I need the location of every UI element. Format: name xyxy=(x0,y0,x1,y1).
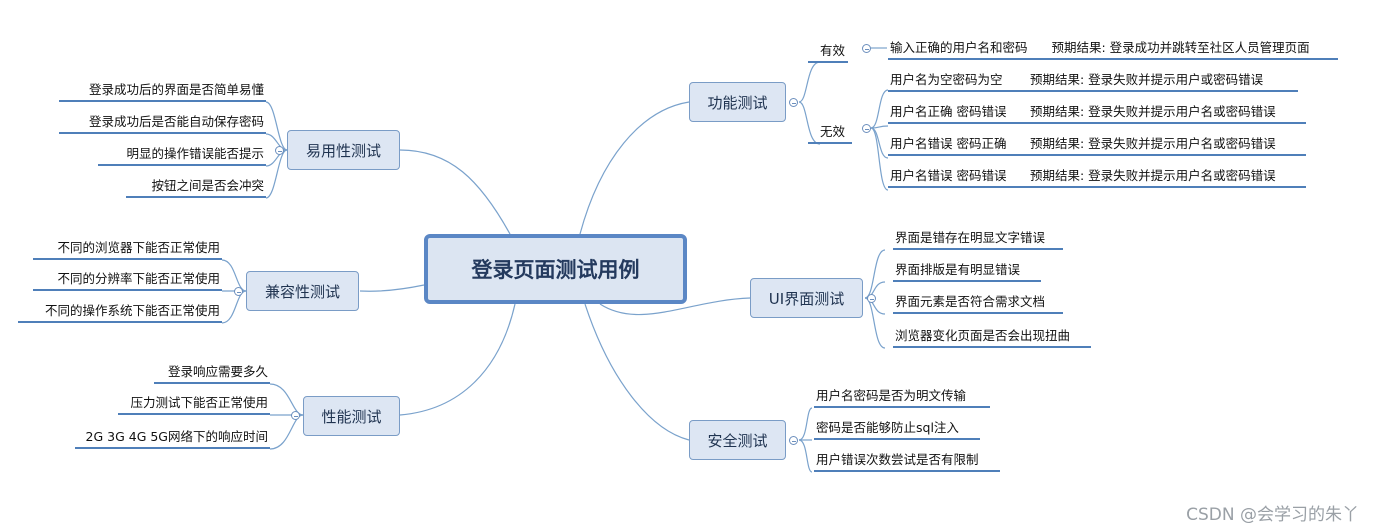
usability-item-1: 登录成功后是否能自动保存密码 xyxy=(59,114,266,134)
compatibility-item-0: 不同的浏览器下能否正常使用 xyxy=(33,240,222,260)
valid-case-0-input: 输入正确的用户名和密码 xyxy=(890,40,1028,55)
branch-functional-testing[interactable]: 功能测试 xyxy=(689,82,786,122)
invalid-underline xyxy=(808,122,852,144)
security-item-1: 密码是否能够防止sql注入 xyxy=(814,420,980,440)
invalid-case-0: 用户名为空密码为空 预期结果: 登录失败并提示用户或密码错误 xyxy=(888,72,1298,92)
ui-item-0: 界面是错存在明显文字错误 xyxy=(893,230,1063,250)
branch-security-testing[interactable]: 安全测试 xyxy=(689,420,786,460)
ui-item-2: 界面元素是否符合需求文档 xyxy=(893,294,1063,314)
performance-item-2: 2G 3G 4G 5G网络下的响应时间 xyxy=(75,429,270,449)
invalid-case-1-expected: 预期结果: 登录失败并提示用户名或密码错误 xyxy=(1030,104,1276,119)
usability-item-0: 登录成功后的界面是否简单易懂 xyxy=(59,82,266,102)
branch-ui-testing[interactable]: UI界面测试 xyxy=(750,278,863,318)
ui-item-1: 界面排版是有明显错误 xyxy=(893,262,1041,282)
collapse-toggle-security[interactable] xyxy=(789,436,798,445)
performance-item-0: 登录响应需要多久 xyxy=(154,364,270,384)
invalid-case-3: 用户名错误 密码错误 预期结果: 登录失败并提示用户名或密码错误 xyxy=(888,168,1306,188)
valid-label: 有效 xyxy=(820,43,846,58)
invalid-case-0-input: 用户名为空密码为空 xyxy=(890,72,1003,87)
valid-underline xyxy=(808,41,848,63)
invalid-case-3-input: 用户名错误 密码错误 xyxy=(890,168,1007,183)
root-topic[interactable]: 登录页面测试用例 xyxy=(424,234,687,304)
usability-item-2: 明显的操作错误能否提示 xyxy=(98,146,266,166)
collapse-toggle-compatibility[interactable] xyxy=(234,287,243,296)
collapse-toggle-valid[interactable] xyxy=(862,44,871,53)
branch-performance-testing[interactable]: 性能测试 xyxy=(303,396,400,436)
branch-usability-testing[interactable]: 易用性测试 xyxy=(287,130,400,170)
security-item-2: 用户错误次数尝试是否有限制 xyxy=(814,452,1000,472)
invalid-label: 无效 xyxy=(820,124,846,139)
performance-item-1: 压力测试下能否正常使用 xyxy=(118,395,270,415)
invalid-case-3-expected: 预期结果: 登录失败并提示用户名或密码错误 xyxy=(1030,168,1276,183)
invalid-case-1-input: 用户名正确 密码错误 xyxy=(890,104,1007,119)
invalid-case-0-expected: 预期结果: 登录失败并提示用户或密码错误 xyxy=(1030,72,1264,87)
invalid-case-1: 用户名正确 密码错误 预期结果: 登录失败并提示用户名或密码错误 xyxy=(888,104,1306,124)
invalid-case-2-expected: 预期结果: 登录失败并提示用户名或密码错误 xyxy=(1030,136,1276,151)
valid-case-0: 输入正确的用户名和密码 预期结果: 登录成功并跳转至社区人员管理页面 xyxy=(888,40,1338,60)
watermark: CSDN @会学习的朱丫 xyxy=(1186,505,1359,525)
ui-item-3: 浏览器变化页面是否会出现扭曲 xyxy=(893,328,1091,348)
collapse-toggle-usability[interactable] xyxy=(275,146,284,155)
valid-case-0-expected: 预期结果: 登录成功并跳转至社区人员管理页面 xyxy=(1051,40,1310,55)
collapse-toggle-performance[interactable] xyxy=(291,411,300,420)
collapse-toggle-invalid[interactable] xyxy=(862,124,871,133)
invalid-case-2-input: 用户名错误 密码正确 xyxy=(890,136,1007,151)
collapse-toggle-functional[interactable] xyxy=(789,98,798,107)
usability-item-3: 按钮之间是否会冲突 xyxy=(126,178,266,198)
collapse-toggle-ui[interactable] xyxy=(867,294,876,303)
compatibility-item-1: 不同的分辨率下能否正常使用 xyxy=(33,271,222,291)
branch-compatibility-testing[interactable]: 兼容性测试 xyxy=(246,271,359,311)
security-item-0: 用户名密码是否为明文传输 xyxy=(814,388,990,408)
compatibility-item-2: 不同的操作系统下能否正常使用 xyxy=(18,303,222,323)
invalid-case-2: 用户名错误 密码正确 预期结果: 登录失败并提示用户名或密码错误 xyxy=(888,136,1306,156)
